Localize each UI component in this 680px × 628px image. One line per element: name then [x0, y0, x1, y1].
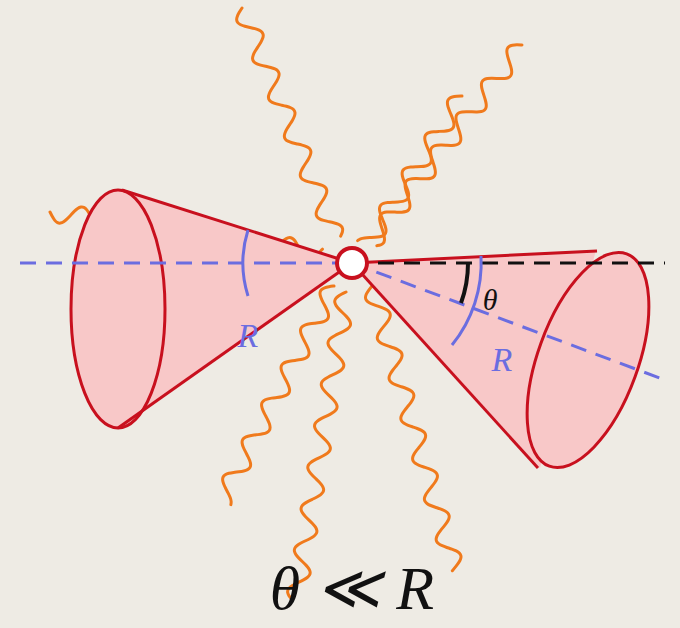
radius-arc: [452, 256, 481, 345]
vertex-dot: [337, 248, 367, 278]
angle-arc: [461, 263, 468, 303]
radiation-wave: [358, 96, 462, 241]
angle-label: θ: [483, 285, 498, 315]
left-axis: [20, 262, 352, 265]
radiation-wave: [223, 286, 334, 505]
radiation-wave: [237, 8, 343, 236]
radiation-wave: [288, 292, 351, 599]
caption-text: θ ≪ R: [270, 557, 434, 619]
reference-axis: [352, 262, 665, 265]
right-axis: [352, 263, 665, 380]
radius-label: R: [492, 343, 513, 377]
right-cone: [352, 237, 674, 484]
radius-label: R: [238, 319, 259, 353]
radiation-wave: [377, 45, 522, 246]
left-cone: [71, 190, 352, 428]
radius-arc: [243, 230, 248, 296]
